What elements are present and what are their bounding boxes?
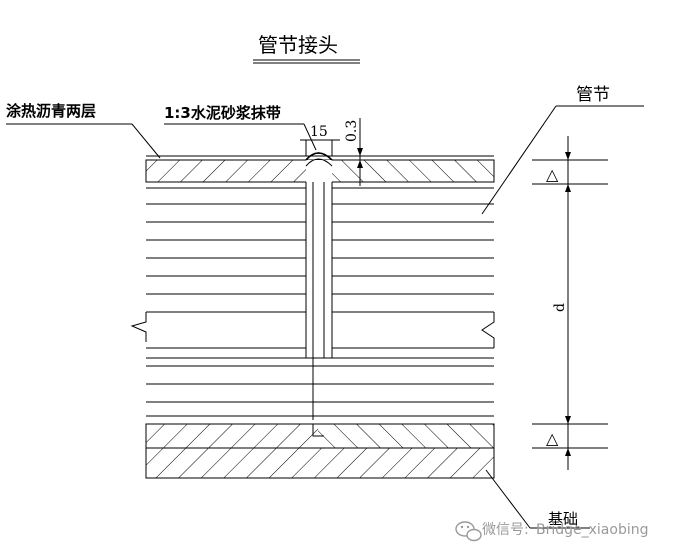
dim-thickness-text: 0.3	[344, 120, 360, 142]
dim-width-text: 15	[310, 124, 328, 140]
dim-width-15: 15	[300, 124, 340, 156]
mortar-band-leader	[303, 123, 317, 151]
triangle-top: △	[546, 165, 559, 184]
break-line-left	[130, 312, 147, 342]
triangle-bottom: △	[546, 429, 559, 448]
watermark: 微信号: Bridge_xiaobing	[455, 521, 649, 542]
joint-gap	[146, 152, 494, 420]
pipe-section-label: 管节	[576, 85, 610, 105]
coating-leader	[131, 123, 161, 159]
pipe-body-lines-lower	[146, 347, 494, 417]
dim-thickness-03: 0.3	[344, 118, 368, 186]
foundation-block	[145, 447, 495, 479]
watermark-prefix: 微信号:	[482, 522, 529, 538]
break-line-right	[481, 312, 495, 348]
foundation-label: 基础	[548, 510, 578, 528]
watermark-account: Bridge_xiaobing	[536, 522, 649, 538]
wechat-icon	[455, 521, 482, 542]
pipe-section-leader	[481, 105, 557, 215]
joint-lower-mark	[312, 424, 324, 437]
mortar-band-label: 1:3水泥砂浆抹带	[164, 104, 281, 122]
foundation-leader	[485, 469, 531, 529]
drawing-title: 管节接头	[258, 33, 338, 57]
dim-diameter-text: d	[552, 303, 568, 312]
coating-label: 涂热沥青两层	[6, 102, 96, 120]
dim-diameter: d △ △	[532, 136, 608, 470]
